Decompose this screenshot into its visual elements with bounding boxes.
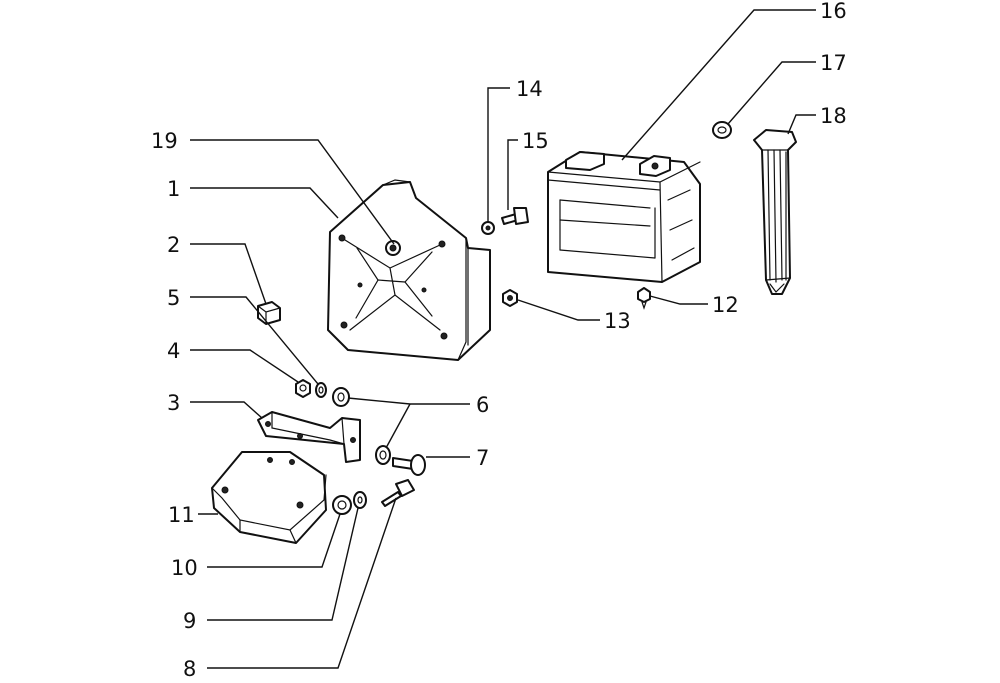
bolt-part-7	[392, 454, 426, 476]
leader-lines	[190, 9, 816, 669]
callout-9: 9	[183, 609, 196, 633]
nut-part-19	[385, 240, 401, 256]
rubber-washer-part-6	[332, 387, 391, 465]
callout-2: 2	[167, 233, 180, 257]
strap-part-18	[753, 129, 797, 295]
callout-14: 14	[516, 77, 543, 101]
callout-10: 10	[171, 556, 198, 580]
nut-part-12	[637, 287, 651, 310]
bracket-part-3	[257, 411, 361, 463]
callout-13: 13	[604, 309, 631, 333]
callout-6: 6	[476, 393, 489, 417]
callout-3: 3	[167, 391, 180, 415]
spring-washer-part-9	[353, 491, 367, 509]
callout-12: 12	[712, 293, 739, 317]
washer-part-14	[481, 221, 495, 235]
callout-19: 19	[151, 129, 178, 153]
washer-part-5	[315, 382, 327, 398]
nut-part-4	[295, 379, 311, 398]
cover-part-11	[211, 451, 327, 544]
callout-11: 11	[168, 503, 195, 527]
screw-part-15	[501, 207, 529, 225]
grommet-part-17	[712, 121, 732, 139]
callout-18: 18	[820, 104, 847, 128]
screw-part-8	[381, 479, 415, 507]
clip-part-2	[257, 301, 281, 325]
callout-5: 5	[167, 286, 180, 310]
callout-15: 15	[522, 129, 549, 153]
callout-17: 17	[820, 51, 847, 75]
callout-4: 4	[167, 339, 180, 363]
callout-1: 1	[167, 177, 180, 201]
callout-labels: 19 1 2 5 4 3 6 7 11 10 9 8 14 15 13 12 1…	[151, 0, 847, 681]
callout-7: 7	[476, 446, 489, 470]
callout-16: 16	[820, 0, 847, 23]
nut-part-13	[502, 289, 518, 307]
callout-8: 8	[183, 657, 196, 681]
battery-tray-part-1	[327, 179, 491, 361]
washer-part-10	[332, 495, 352, 515]
battery-part-16	[547, 151, 701, 283]
